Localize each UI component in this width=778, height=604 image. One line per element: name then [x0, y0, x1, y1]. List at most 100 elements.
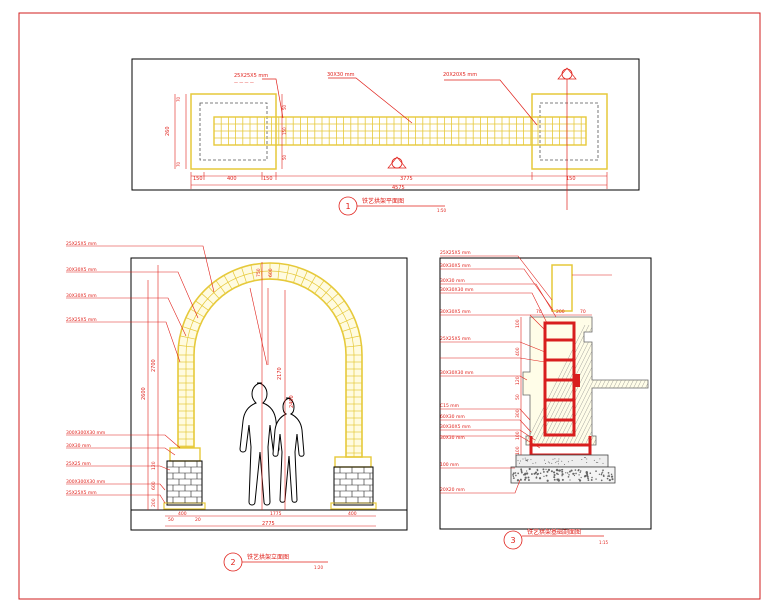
- sec-label-3: 30X30 mm: [440, 278, 465, 284]
- section-view: 25X25X5 mm 30X30X5 mm 30X30 mm 30X30X30 …: [439, 250, 652, 550]
- right-pier-base: [333, 466, 374, 506]
- elev-dim-b5: 400: [348, 511, 357, 517]
- sec-label-12: 100 mm: [440, 462, 459, 468]
- right-pier-outline: [531, 93, 608, 170]
- left-pier-base: [166, 460, 203, 506]
- sec-title-number: 3: [510, 536, 515, 545]
- plan-label-2: 30X30 mm: [327, 72, 355, 78]
- plan-dim-lines: [174, 94, 608, 189]
- plan-dim-in-3: 50: [282, 154, 287, 160]
- plan-dim-left-bot: 70: [176, 161, 181, 167]
- elev-dim-total: 2775: [262, 521, 275, 527]
- section-mark-bottom: [387, 156, 407, 169]
- sec-dim-l7: 100: [515, 446, 521, 455]
- elev-label-2: 30X30X5 mm: [66, 267, 97, 273]
- sec-scale: 1:15: [599, 540, 608, 545]
- plan-dim-left: 260: [165, 126, 171, 136]
- right-pier-plinth: [330, 502, 377, 510]
- elev-scale: 1:20: [314, 565, 323, 570]
- elev-dim-b1: 400: [178, 511, 187, 517]
- left-pier-outline: [190, 93, 277, 170]
- elev-dim-base3: 200: [151, 498, 157, 507]
- plan-dim-c: 150: [263, 176, 273, 182]
- plan-dim-a: 150: [193, 176, 203, 182]
- left-pier-plinth: [163, 502, 206, 510]
- plan-dim-d: 3775: [400, 176, 413, 182]
- plan-dim-in-1: 50: [282, 104, 287, 110]
- sec-label-11: 30X30 mm: [440, 435, 465, 441]
- sec-label-8: C15 mm: [440, 403, 459, 409]
- sheet-border: [18, 12, 761, 600]
- plan-label-1b: — — — —: [234, 80, 254, 85]
- sec-title-bubble: [503, 530, 523, 550]
- sec-dim-t2: 200: [556, 309, 565, 315]
- sec-dim-l1: 100: [515, 319, 521, 328]
- elev-dim-mid1: 2170: [277, 367, 283, 380]
- elev-dim-base1: 120: [151, 461, 157, 470]
- plan-dim-left-top: 70: [176, 96, 181, 102]
- sec-label-9: 60X30 mm: [440, 414, 465, 420]
- sec-label-13: 20X20 mm: [440, 487, 465, 493]
- plan-title: 铁艺拱架平面图: [362, 197, 404, 205]
- sec-dim-l2: 400: [515, 347, 521, 356]
- sec-title: 铁艺拱架基础剖面图: [527, 528, 581, 536]
- section-post: [551, 264, 573, 312]
- plan-leader-1: [262, 78, 284, 119]
- sec-dim-t1: 70: [536, 309, 542, 315]
- elev-label-5: 300X300X30 mm: [66, 430, 105, 436]
- right-pier-cap: [334, 456, 372, 468]
- plan-dim-in-2: 150: [282, 127, 287, 135]
- right-pier-dashed: [539, 102, 599, 161]
- plan-label-3: 20X20X5 mm: [443, 72, 477, 78]
- plan-beam-grid: [213, 116, 587, 146]
- plan-dim-b: 400: [227, 176, 237, 182]
- elev-label-3: 30X30X5 mm: [66, 293, 97, 299]
- section-leaders: [440, 255, 612, 494]
- sec-label-4: 30X30X30 mm: [440, 287, 474, 293]
- pier-brick-lines: [167, 461, 373, 504]
- elev-dim-h1: 2600: [141, 387, 147, 400]
- elevation-leaders: [66, 245, 269, 504]
- elevation-dim-lines: [147, 262, 376, 527]
- section-gravel-dots: [512, 457, 614, 482]
- elev-dim-b4: 50: [168, 517, 174, 523]
- sec-dim-l6: 100: [515, 431, 521, 440]
- sec-dim-l3: 120: [515, 376, 521, 385]
- elev-label-4: 25X25X5 mm: [66, 317, 97, 323]
- plan-dim-total: 4575: [392, 185, 405, 191]
- elevation-view: 25X25X5 mm 30X30X5 mm 30X30X5 mm 25X25X5…: [66, 241, 408, 572]
- elev-label-1: 25X25X5 mm: [66, 241, 97, 247]
- elev-label-8: 300X300X30 mm: [66, 479, 105, 485]
- sec-dim-l5: 300: [515, 409, 521, 418]
- elev-label-7: 25X25 mm: [66, 461, 91, 467]
- elev-label-9: 25X25X5 mm: [66, 490, 97, 496]
- plan-view: 25X25X5 mm — — — — 30X30 mm 20X20X5 mm: [131, 58, 640, 216]
- elev-dim-top2: 600: [268, 268, 274, 277]
- sec-dim-t3: 70: [580, 309, 586, 315]
- plan-leader-3: [444, 79, 538, 126]
- plan-dim-e: 150: [566, 176, 576, 182]
- elev-dim-b3: 1775: [270, 511, 282, 517]
- section-body-outline: [522, 316, 649, 446]
- elev-dim-h2: 2700: [151, 359, 157, 372]
- plan-leader-2: [328, 77, 413, 124]
- elev-dim-base2: 600: [151, 481, 157, 490]
- sec-label-7: 30X30X30 mm: [440, 370, 474, 376]
- section-anchor: [575, 374, 580, 387]
- elevation-frame: [130, 257, 408, 531]
- section-dim-lines: [520, 314, 592, 455]
- plan-scale: 1:50: [437, 208, 446, 213]
- plan-title-number: 1: [345, 202, 350, 211]
- section-mark-top: [557, 67, 577, 210]
- elev-label-6: 30X30 mm: [66, 443, 91, 449]
- elev-title-number: 2: [230, 558, 235, 567]
- elev-title: 铁艺拱架立面图: [247, 553, 289, 561]
- elev-dim-b2: 20: [195, 517, 201, 523]
- elev-dim-top1: 750: [256, 268, 262, 277]
- sec-label-5: 30X30X5 mm: [440, 309, 471, 315]
- sec-dim-l4: 50: [515, 394, 521, 400]
- sec-label-1: 25X25X5 mm: [440, 250, 471, 256]
- sec-label-10: 30X30X5 mm: [440, 424, 471, 430]
- sec-label-2: 30X30X5 mm: [440, 263, 471, 269]
